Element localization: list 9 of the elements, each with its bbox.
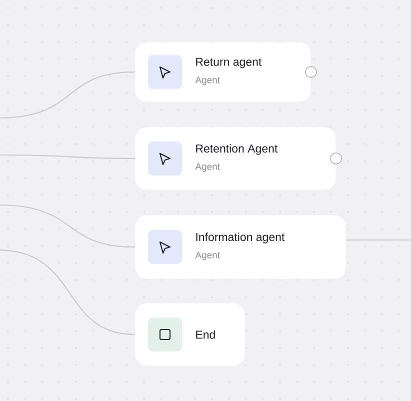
connector-line [0, 249, 135, 336]
connector-line [0, 204, 135, 248]
agent-card: Return agent Agent [134, 42, 312, 102]
connector-line [346, 239, 411, 241]
agent-card: Information agent Agent [134, 214, 346, 280]
agent-card: End [134, 302, 246, 366]
connector-line [0, 154, 135, 160]
connector-line [0, 71, 135, 119]
agent-card: Retention Agent Agent [134, 126, 336, 190]
